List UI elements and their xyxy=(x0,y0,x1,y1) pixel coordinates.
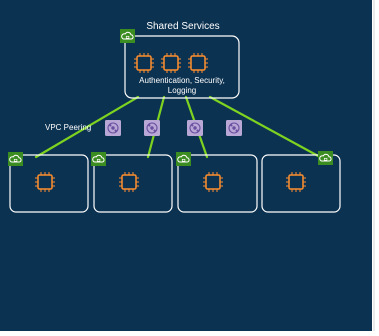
shared-services-vpc[interactable] xyxy=(124,35,240,99)
vpc-peering-icon[interactable] xyxy=(225,119,243,137)
connection-line xyxy=(34,95,140,159)
shared-services-title: Shared Services xyxy=(146,21,220,32)
vpc-peering-icon[interactable] xyxy=(186,119,204,137)
vpc-peering-icon[interactable] xyxy=(104,119,122,137)
connection-line xyxy=(208,95,322,159)
shared-services-description: Authentication, Security, Logging xyxy=(139,76,225,95)
vpc-cloud-icon xyxy=(175,151,192,167)
vpc-cloud-icon xyxy=(90,151,107,167)
vpc-cloud-icon xyxy=(317,150,334,166)
vpc-peering-label: VPC Peering xyxy=(45,123,92,132)
vpc-peering-icon[interactable] xyxy=(143,119,161,137)
spoke-vpc-1[interactable] xyxy=(9,154,89,213)
spoke-vpc-2[interactable] xyxy=(93,154,173,213)
spoke-vpc-4[interactable] xyxy=(261,154,341,213)
vpc-cloud-icon xyxy=(7,151,24,167)
spoke-vpc-3[interactable] xyxy=(177,154,258,213)
